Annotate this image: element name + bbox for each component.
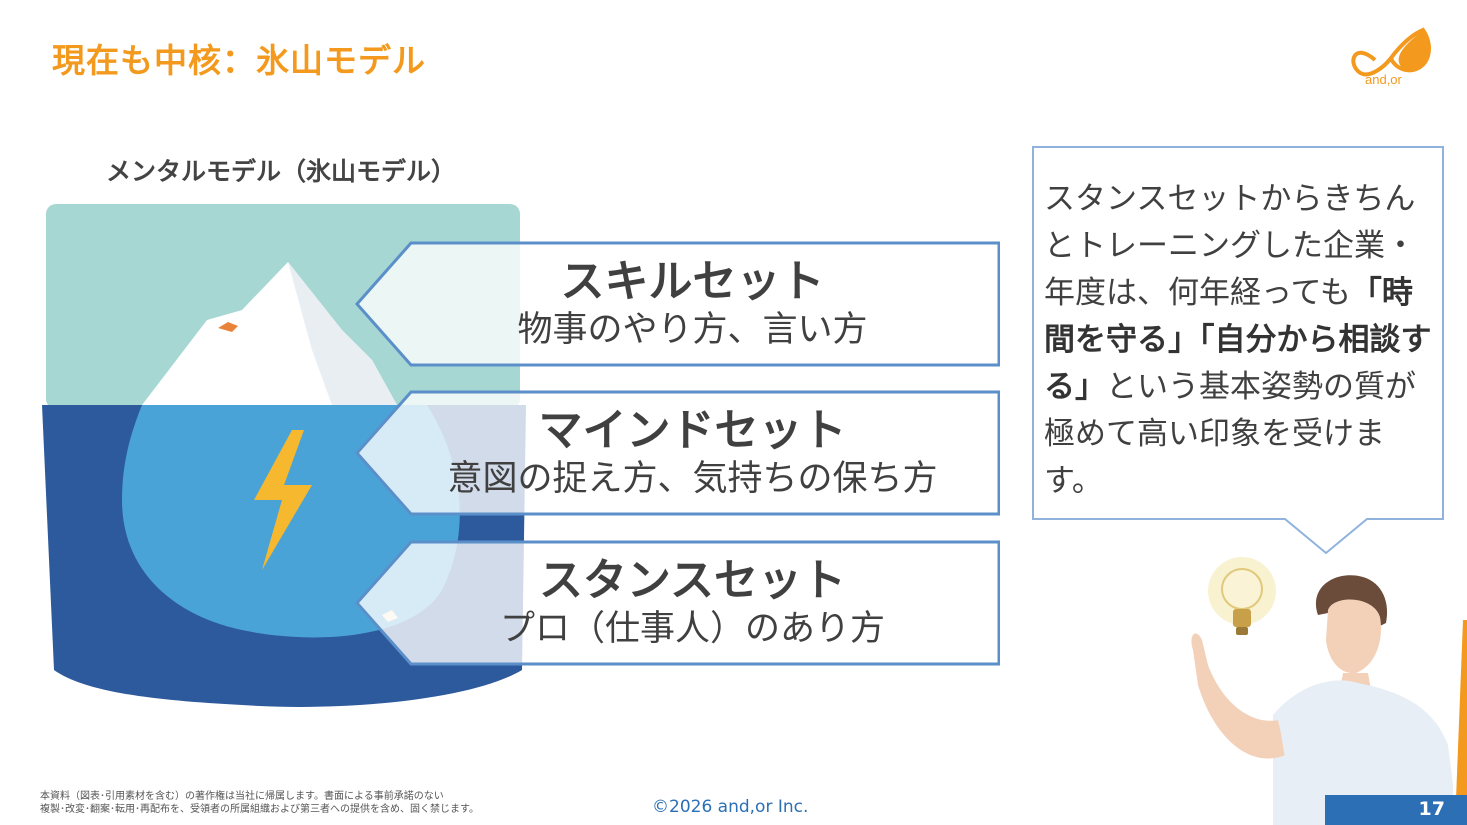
slide-title: 現在も中核：氷山モデル <box>52 41 426 80</box>
copyright-note-line2: 複製･改変･翻案･転用･再配布を、受領者の所属組織および第三者への提供を含め、固… <box>40 804 479 815</box>
page-number: 17 <box>1418 798 1445 820</box>
band-subtext: 物事のやり方、言い方 <box>517 310 868 350</box>
band-skillset: スキルセット 物事のやり方、言い方 <box>355 241 1000 367</box>
diagram-title: メンタルモデル（氷山モデル） <box>106 157 457 186</box>
band-mindset: マインドセット 意図の捉え方、気持ちの保ち方 <box>355 390 1000 516</box>
right-accent-bar <box>1453 0 1467 825</box>
band-heading: スキルセット <box>560 256 825 307</box>
lightning-icon <box>254 430 312 570</box>
band-subtext: 意図の捉え方、気持ちの保ち方 <box>447 459 938 499</box>
band-heading: マインドセット <box>538 405 847 456</box>
page-number-badge <box>1325 795 1467 825</box>
person-illustration <box>1191 557 1458 825</box>
copyright-note: 本資料（図表･引用素材を含む）の著作権は当社に帰属します。書面による事前承諾のな… <box>40 790 600 816</box>
andor-logo-icon: and,or <box>1351 27 1431 86</box>
speech-bubble <box>1032 146 1444 555</box>
copyright-text: ©2026 and,or Inc. <box>652 797 809 817</box>
logo-text: and,or <box>1365 72 1403 86</box>
callout-bold: 「時間を守る」「自分から相談する」 <box>1044 275 1432 405</box>
callout-part1: スタンスセットからきちんとトレーニングした企業・年度は、何年経っても <box>1044 181 1416 311</box>
callout-part2: という基本姿勢の質が極めて高い印象を受けます。 <box>1044 369 1416 499</box>
lightbulb-icon <box>1208 557 1276 635</box>
band-subtext: プロ（仕事人）のあり方 <box>499 609 885 649</box>
band-stanceset: スタンスセット プロ（仕事人）のあり方 <box>355 540 1000 666</box>
copyright-note-line1: 本資料（図表･引用素材を含む）の著作権は当社に帰属します。書面による事前承諾のな… <box>40 791 444 802</box>
callout-text: スタンスセットからきちんとトレーニングした企業・年度は、何年経っても「時間を守る… <box>1044 176 1436 505</box>
band-heading: スタンスセット <box>538 555 847 606</box>
